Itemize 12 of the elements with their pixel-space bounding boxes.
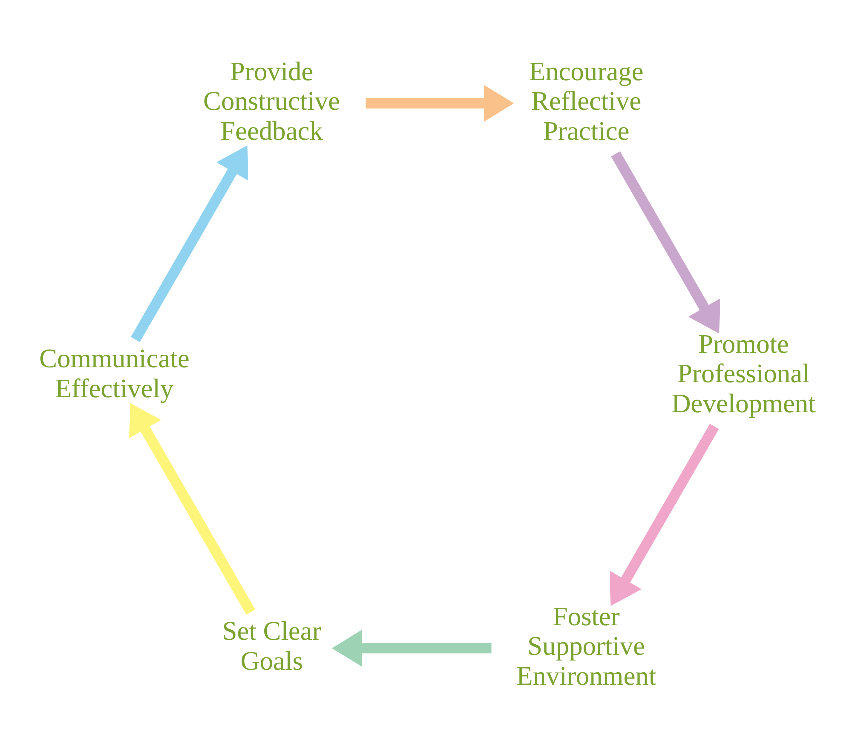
node-text: Set Clear Goals: [222, 616, 322, 676]
node-text: Encourage Reflective Practice: [529, 56, 644, 146]
arrow: [332, 630, 492, 667]
node-text: Provide Constructive Feedback: [204, 56, 340, 146]
arrow: [366, 85, 514, 122]
arrow: [611, 152, 720, 334]
arrow: [129, 403, 256, 615]
arrow: [610, 424, 720, 606]
arrow: [131, 146, 249, 342]
node-text: Promote Professional Development: [672, 328, 816, 418]
node-text: Communicate Effectively: [40, 344, 190, 404]
node-text: Foster Supportive Environment: [516, 601, 656, 691]
